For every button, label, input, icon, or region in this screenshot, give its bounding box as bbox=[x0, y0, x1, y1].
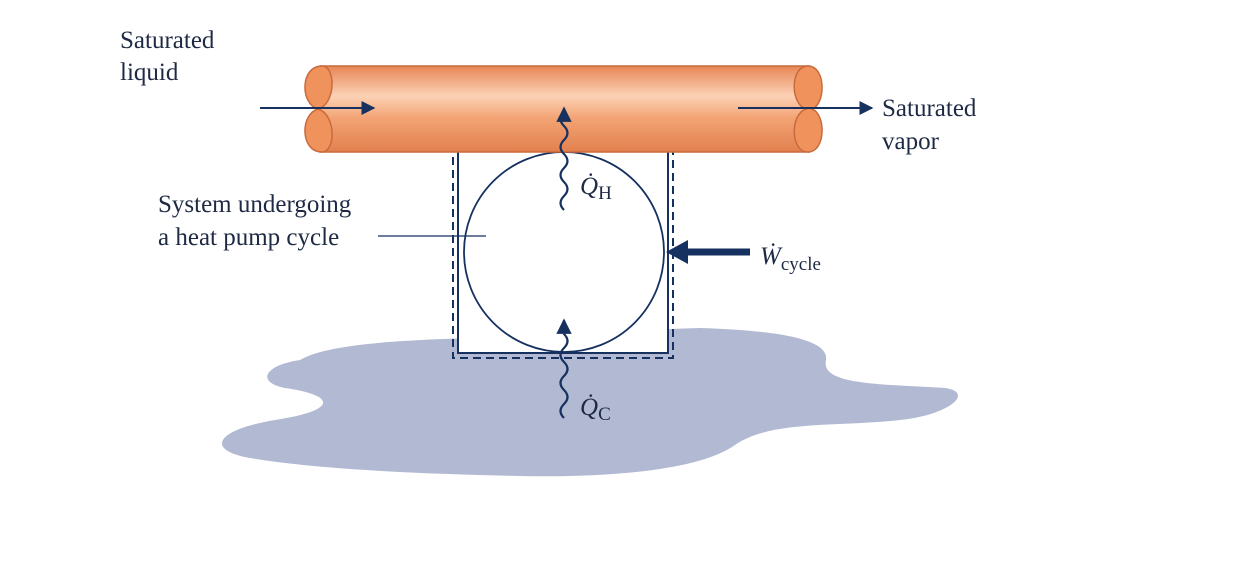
inlet-label-line2: liquid bbox=[120, 59, 179, 86]
system-label-line2: a heat pump cycle bbox=[158, 224, 339, 251]
cold-reservoir bbox=[222, 328, 958, 477]
q-hot-main: Q̇ bbox=[580, 173, 598, 200]
heat-cold-arrow bbox=[556, 318, 572, 419]
outlet-label-line2: vapor bbox=[882, 128, 940, 155]
w-cycle-symbol: Ẇcycle bbox=[760, 242, 821, 275]
q-hot-sub: H bbox=[598, 183, 612, 204]
system-label-line1: System undergoing bbox=[158, 191, 352, 218]
heat-hot-arrow bbox=[556, 106, 572, 211]
q-cold-sub: C bbox=[598, 404, 611, 425]
q-cold-main: Q̇ bbox=[580, 394, 598, 421]
w-cycle-sub: cycle bbox=[781, 254, 821, 275]
pipe-left-end bbox=[304, 65, 333, 153]
q-hot-symbol: Q̇H bbox=[580, 173, 612, 204]
q-cold-symbol: Q̇C bbox=[580, 394, 611, 425]
work-arrow-head bbox=[666, 240, 688, 264]
outlet-label-line1: Saturated bbox=[882, 95, 977, 122]
inlet-label-line1: Saturated bbox=[120, 27, 215, 54]
w-cycle-main: Ẇ bbox=[760, 242, 783, 270]
